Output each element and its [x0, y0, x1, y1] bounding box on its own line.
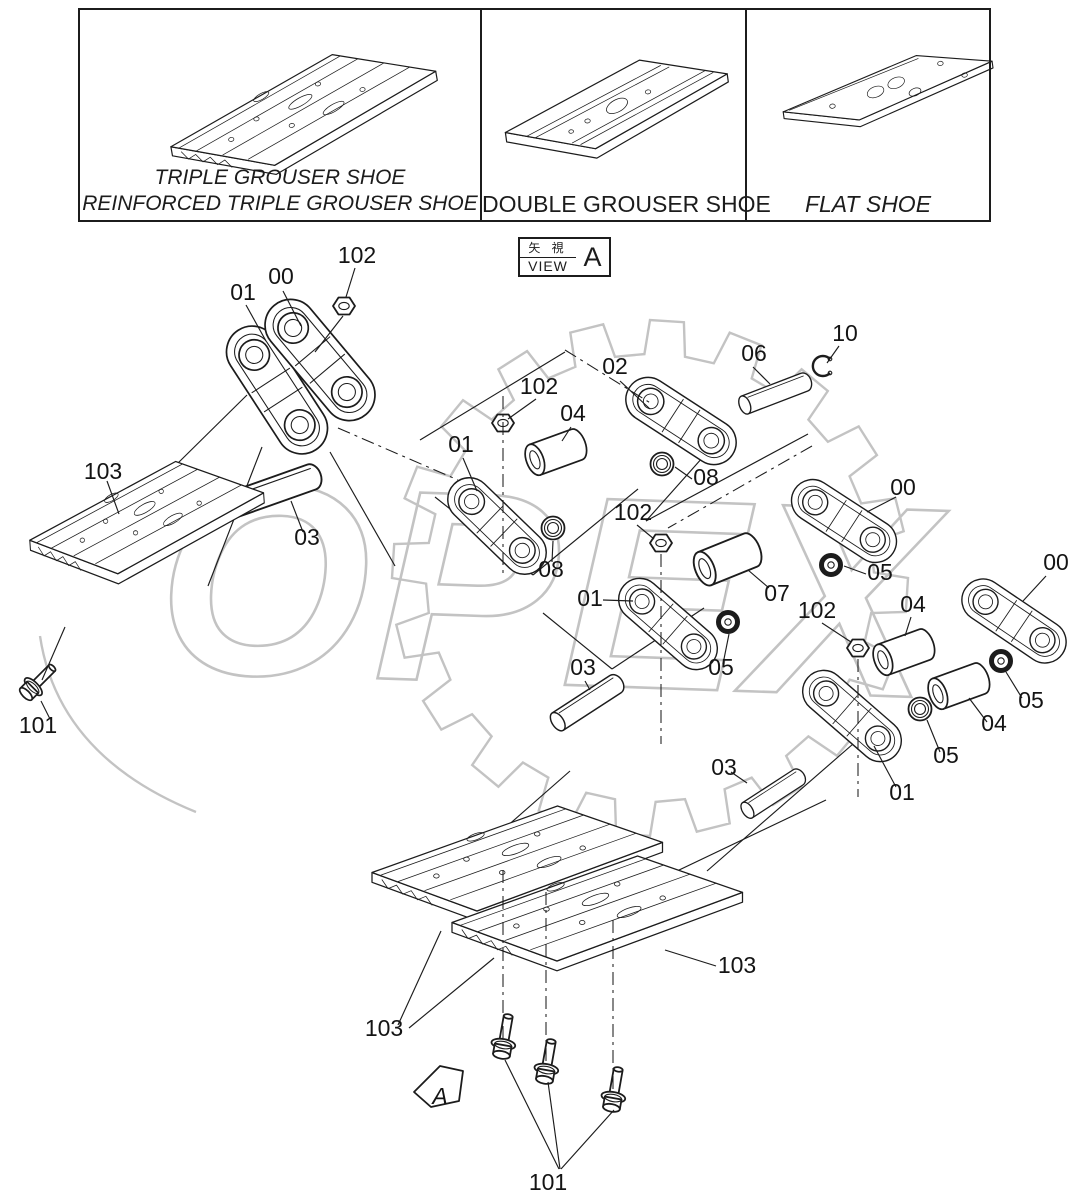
shoe-type-cell-triple: TRIPLE GROUSER SHOE REINFORCED TRIPLE GR…: [80, 10, 482, 220]
construction-lines: [176, 351, 854, 903]
callout-103-left: 103: [84, 458, 122, 484]
seal-08-right: [649, 451, 675, 477]
view-reference-box: 矢 視 VIEW A: [518, 237, 611, 277]
bolt-101-b: [531, 1036, 565, 1087]
callout-05-b: 05: [1018, 687, 1044, 713]
callout-103-bottom-right: 103: [718, 952, 756, 978]
callout-06: 06: [741, 340, 767, 366]
callout-labels: 01 00 102 02 06 10 102 04 01 103 03 08 0…: [19, 242, 1069, 1195]
callout-02: 02: [602, 353, 628, 379]
callout-01-lower: 01: [577, 585, 603, 611]
reinforced-triple-grouser-shoe-label: REINFORCED TRIPLE GROUSER SHOE: [82, 192, 478, 215]
track-link-00-right: [953, 570, 1075, 672]
callout-102-right: 102: [798, 597, 836, 623]
triple-grouser-shoe-label: TRIPLE GROUSER SHOE: [154, 166, 406, 189]
assembly-axis-lines: [337, 349, 859, 1091]
snap-ring-10: [811, 354, 833, 378]
master-pin-06: [735, 370, 815, 417]
view-reference-japanese: 矢 視: [520, 239, 576, 258]
callout-101-top-left: 101: [19, 712, 57, 738]
leader-lines: [40, 267, 1047, 1170]
callout-01-top: 01: [230, 279, 256, 305]
callout-04-right-lower: 04: [981, 710, 1007, 736]
nut-102-top: [332, 296, 356, 316]
nut-102-lower: [649, 533, 673, 553]
bolt-101-a: [488, 1011, 522, 1062]
callout-07: 07: [764, 580, 790, 606]
flat-shoe-label: FLAT SHOE: [804, 191, 932, 217]
callout-00-mid: 00: [890, 474, 916, 500]
view-a-flag-letter: A: [430, 1083, 447, 1109]
shoe-type-table: TRIPLE GROUSER SHOE REINFORCED TRIPLE GR…: [78, 8, 991, 222]
callout-103-bottom-left: 103: [365, 1015, 403, 1041]
seal-05-c: [907, 696, 933, 722]
callout-03-mid: 03: [570, 654, 596, 680]
seal-05-d: [715, 609, 741, 635]
view-reference-english: VIEW: [528, 258, 568, 275]
callout-00-right: 00: [1043, 549, 1069, 575]
bolt-101-top-left: [14, 657, 63, 706]
view-reference-letter: A: [583, 241, 602, 272]
callout-01-mid: 01: [448, 431, 474, 457]
seal-05-b: [988, 648, 1014, 674]
callout-04-top: 04: [560, 400, 586, 426]
callout-05-c: 05: [933, 742, 959, 768]
shoe-type-cell-double: DOUBLE GROUSER SHOE: [482, 10, 771, 220]
callout-00-top: 00: [268, 263, 294, 289]
callout-03-left: 03: [294, 524, 320, 550]
callout-05-d: 05: [708, 654, 734, 680]
callout-102-mid: 102: [520, 373, 558, 399]
callout-01-bottom-right: 01: [889, 779, 915, 805]
seal-08-mid: [540, 515, 566, 541]
callout-102-top: 102: [338, 242, 376, 268]
bolt-101-c: [598, 1064, 632, 1115]
double-grouser-shoe-label: DOUBLE GROUSER SHOE: [482, 191, 771, 217]
track-pin-03-bottom: [737, 765, 810, 822]
callout-08-mid: 08: [538, 556, 564, 582]
callout-10: 10: [832, 320, 858, 346]
callout-04-right-upper: 04: [900, 591, 926, 617]
view-a-flag: A: [413, 1065, 464, 1109]
callout-03-bottom: 03: [711, 754, 737, 780]
callout-05-a: 05: [867, 559, 893, 585]
callout-101-bottom: 101: [529, 1169, 567, 1195]
callout-08-right: 08: [693, 464, 719, 490]
shoe-type-cell-flat: FLAT SHOE: [747, 10, 989, 220]
seal-05-a: [818, 552, 844, 578]
opex-watermark: OPEX: [38, 318, 953, 838]
callout-102-lower: 102: [614, 499, 652, 525]
